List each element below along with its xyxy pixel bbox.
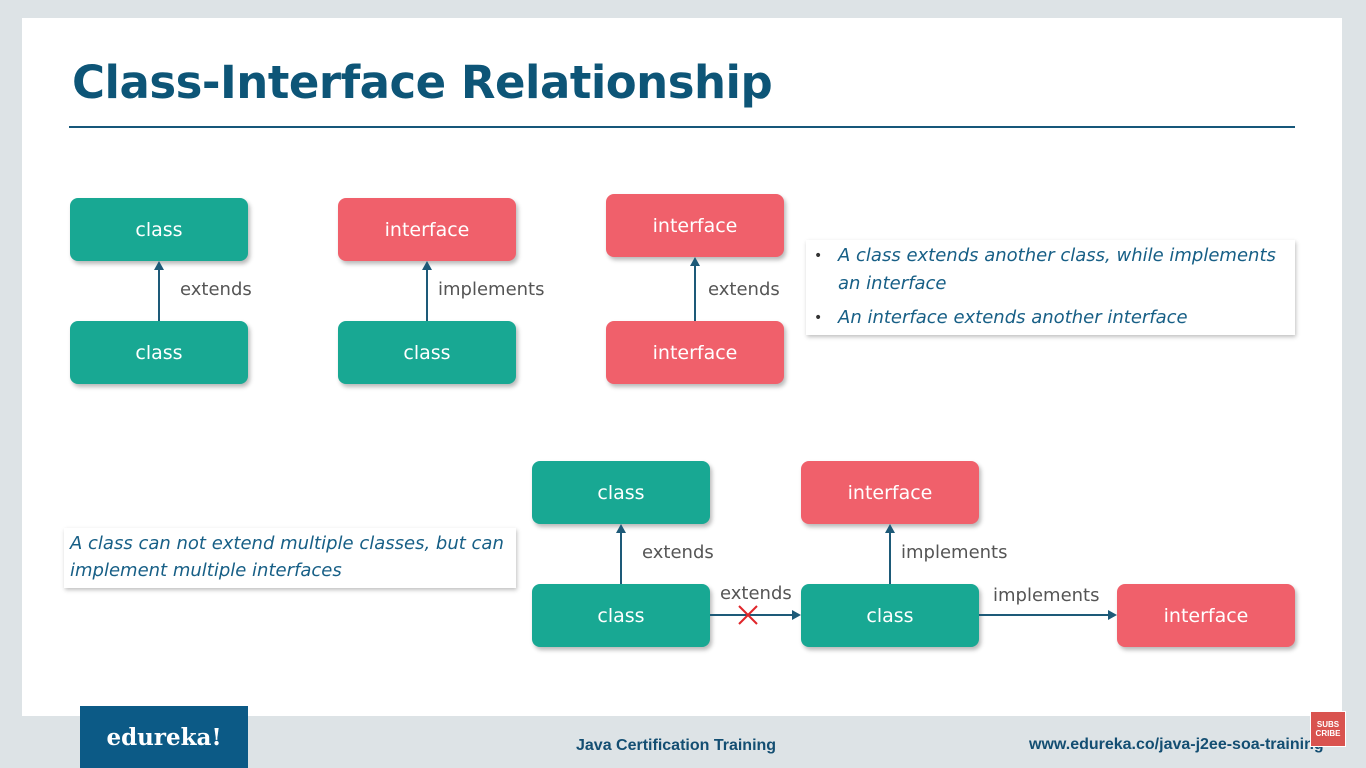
d4-left-up-arrowhead: [616, 524, 626, 533]
d4-bottom-left-class-box: class: [532, 584, 710, 647]
bullet-text: An interface extends another interface: [838, 307, 1188, 328]
d2-arrowhead: [422, 261, 432, 270]
multiple-inheritance-note: A class can not extend multiple classes,…: [64, 528, 516, 588]
subscribe-label-line2: CRIBE: [1315, 729, 1341, 738]
d1-top-class-box: class: [70, 198, 248, 261]
d4-middle-right-line: [979, 614, 1109, 616]
d4-middle-up-line: [889, 531, 891, 584]
d4-left-right-line: [710, 614, 793, 616]
d4-middle-up-arrowhead: [885, 524, 895, 533]
d4-top-interface-box: interface: [801, 461, 979, 524]
d3-bottom-interface-box: interface: [606, 321, 784, 384]
subscribe-label-line1: SUBS: [1316, 720, 1340, 729]
d3-relation-label: extends: [708, 279, 780, 300]
bullet-dot-icon: •: [814, 248, 823, 264]
d3-arrowhead: [690, 257, 700, 266]
bullet-list: • A class extends another class, while i…: [806, 242, 1295, 332]
bullet-item: • An interface extends another interface: [806, 304, 1295, 332]
d4-middle-up-label: implements: [901, 542, 1008, 563]
d1-bottom-class-box: class: [70, 321, 248, 384]
d4-bottom-right-interface-box: interface: [1117, 584, 1295, 647]
bullet-item: • A class extends another class, while i…: [806, 242, 1295, 298]
d4-middle-right-arrowhead: [1108, 610, 1117, 620]
bullet-note-box: • A class extends another class, while i…: [806, 240, 1295, 335]
d4-bottom-middle-class-box: class: [801, 584, 979, 647]
d4-left-up-label: extends: [642, 542, 714, 563]
d1-relation-label: extends: [180, 279, 252, 300]
title-underline: [69, 126, 1295, 128]
d2-top-interface-box: interface: [338, 198, 516, 261]
slide-title: Class-Interface Relationship: [72, 56, 773, 109]
d4-left-up-line: [620, 531, 622, 584]
d4-top-class-box: class: [532, 461, 710, 524]
cross-icon: [738, 605, 758, 625]
d2-arrow-line: [426, 268, 428, 321]
bullet-dot-icon: •: [814, 310, 823, 326]
course-url[interactable]: www.edureka.co/java-j2ee-soa-training: [1029, 736, 1324, 753]
d1-arrow-line: [158, 268, 160, 321]
d4-middle-right-label: implements: [993, 585, 1100, 606]
d2-relation-label: implements: [438, 279, 545, 300]
d3-arrow-line: [694, 264, 696, 321]
d3-top-interface-box: interface: [606, 194, 784, 257]
d4-left-right-arrowhead: [792, 610, 801, 620]
edureka-logo: edureka!: [80, 706, 248, 768]
subscribe-button[interactable]: SUBS CRIBE: [1310, 711, 1346, 747]
note-text: A class can not extend multiple classes,…: [70, 533, 504, 581]
d4-left-right-label: extends: [720, 583, 792, 604]
bullet-text: A class extends another class, while imp…: [838, 245, 1276, 294]
d1-arrowhead: [154, 261, 164, 270]
course-title: Java Certification Training: [576, 737, 777, 754]
d2-bottom-class-box: class: [338, 321, 516, 384]
